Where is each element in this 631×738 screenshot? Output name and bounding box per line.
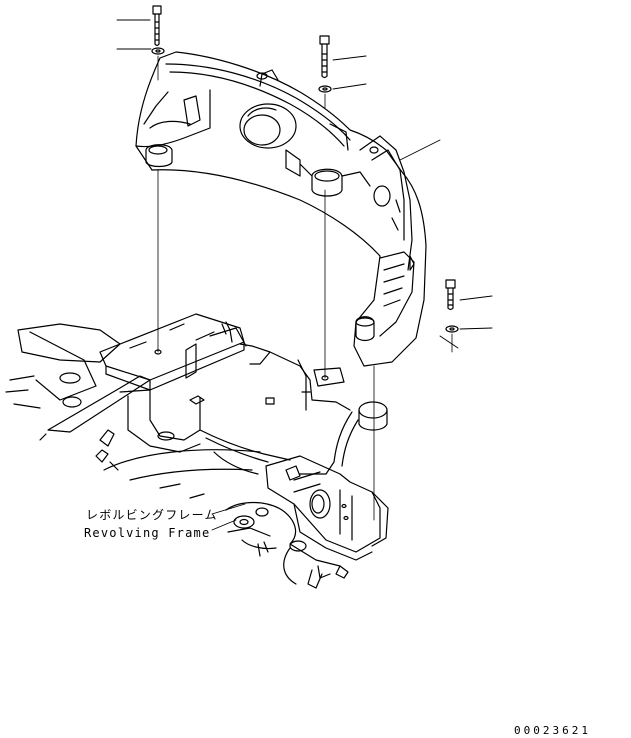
leader-lines bbox=[116, 19, 493, 531]
washer-left bbox=[151, 47, 165, 55]
washer-right bbox=[445, 325, 459, 333]
bolt-right bbox=[445, 279, 456, 311]
upper-cover-part bbox=[135, 51, 427, 367]
revolving-frame bbox=[5, 313, 389, 589]
part-label-en: Revolving Frame bbox=[84, 526, 211, 540]
drawing-code: 00023621 bbox=[514, 724, 591, 737]
part-label-jp: レボルビングフレーム bbox=[86, 508, 218, 522]
bolt-middle bbox=[319, 35, 330, 79]
washer-middle bbox=[318, 85, 332, 93]
bolt-left bbox=[152, 5, 162, 47]
